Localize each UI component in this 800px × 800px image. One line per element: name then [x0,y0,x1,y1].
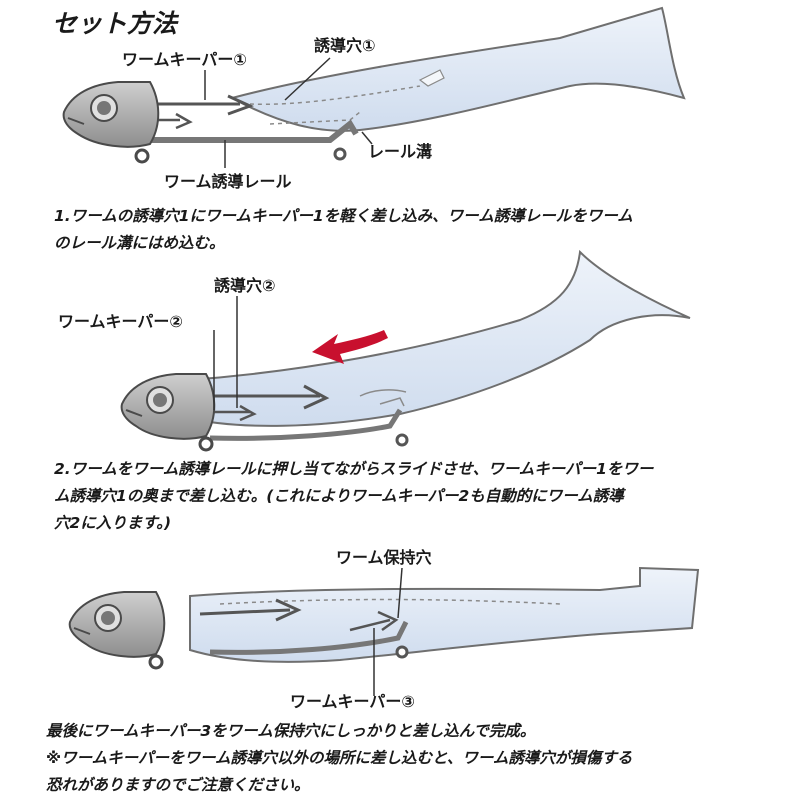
worm-body [189,566,700,663]
page-title: セット方法 [52,9,178,38]
label-holding-hole: ワーム保持穴 [336,548,432,567]
step-2-text: 2.ワームをワーム誘導レールに押し当てながらスライドさせ、ワームキーパー1をワー… [54,456,653,537]
step-1-line: 1.ワームの誘導穴1にワームキーパー1を軽く差し込み、ワーム誘導レールをワーム [54,207,633,225]
step-1-text: 1.ワームの誘導穴1にワームキーパー1を軽く差し込み、ワーム誘導レールをワーム … [54,203,633,257]
slide-arrow [312,330,388,364]
jig-head [62,81,160,164]
worm-guide-hole [249,85,421,105]
guide-rail [209,408,403,441]
step-2-line: 穴2に入ります。) [54,514,172,532]
diagram-step-3 [68,566,700,696]
step-3-line: 最後にワームキーパー3をワーム保持穴にしっかりと差し込んで完成。 [46,722,536,740]
label-guide-hole-2: 誘導穴② [214,276,276,295]
diagram-step-2 [120,249,691,452]
diagram-step-1 [62,6,686,168]
step-2-line: ム誘導穴1の奥まで差し込む。(これによりワームキーパー2も自動的にワーム誘導 [54,487,624,505]
label-keeper-1: ワームキーパー① [122,50,247,69]
worm-keeper-rail [200,384,330,410]
guide-rail [209,620,409,655]
leader-holding-hole [397,567,403,619]
step-3-line: 恐れがありますのでご注意ください。 [46,776,310,794]
worm-keeper-rail [199,598,302,622]
jig-head [68,591,166,670]
worm-rail-groove [269,111,361,125]
step-1-line: のレール溝にはめ込む。 [54,234,225,252]
label-keeper-2: ワームキーパー② [58,312,183,331]
keeper3-arrow [349,610,399,632]
step-3-line: ※ワームキーパーをワーム誘導穴以外の場所に差し込むと、ワーム誘導穴が損傷する [46,749,633,767]
jig-head [120,373,216,452]
worm-body [229,6,686,132]
leader-rail-groove [361,131,373,145]
label-guide-rail: ワーム誘導レール [164,172,292,191]
leader-hole1 [284,57,331,101]
guide-rail [150,119,359,143]
label-keeper-3: ワームキーパー③ [290,692,415,711]
worm-body [187,249,691,427]
step-3-text: 最後にワームキーパー3をワーム保持穴にしっかりと差し込んで完成。 ※ワームキーパ… [46,718,632,799]
label-rail-groove: レール溝 [368,142,433,161]
label-guide-hole-1: 誘導穴① [314,36,376,55]
step-2-line: 2.ワームをワーム誘導レールに押し当てながらスライドさせ、ワームキーパー1をワー [54,460,654,478]
